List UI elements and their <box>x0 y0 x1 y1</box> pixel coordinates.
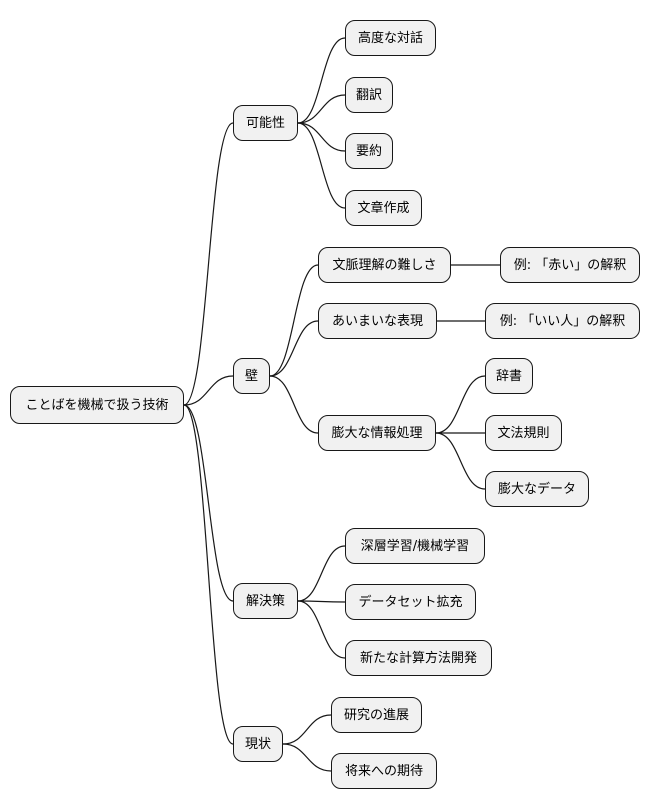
connector-solution-deep-learning <box>297 545 346 602</box>
leaf-node-future-expectation: 将来への期待 <box>331 753 437 789</box>
connector-status-research <box>282 714 332 745</box>
connector-solution-dataset <box>297 600 346 603</box>
root-node: ことばを機械で扱う技術 <box>10 386 184 424</box>
connector-root-barrier <box>183 375 234 406</box>
connector-possibility-dialogue <box>297 37 346 124</box>
leaf-node-advanced-dialogue: 高度な対話 <box>345 20 436 56</box>
leaf-node-deep-learning: 深層学習/機械学習 <box>345 528 485 564</box>
node-information-processing: 膨大な情報処理 <box>318 415 436 451</box>
connector-solution-computation <box>297 600 346 659</box>
connector-barrier-processing <box>269 375 319 434</box>
connector-barrier-context <box>269 264 319 377</box>
connector-possibility-summary <box>297 122 346 152</box>
leaf-node-writing: 文章作成 <box>345 190 422 226</box>
leaf-node-example-good-person: 例: 「いい人」の解釈 <box>485 303 640 339</box>
connector-barrier-ambiguous <box>269 320 319 377</box>
leaf-node-translation: 翻訳 <box>345 77 393 113</box>
connector-root-solution <box>183 404 234 602</box>
connector-processing-dictionary <box>435 375 486 434</box>
leaf-node-grammar-rules: 文法規則 <box>485 415 562 451</box>
node-context-understanding: 文脈理解の難しさ <box>318 247 451 283</box>
connector-status-future <box>282 743 332 772</box>
leaf-node-new-computation: 新たな計算方法開発 <box>345 640 492 676</box>
branch-node-status: 現状 <box>233 726 283 762</box>
connector-root-possibility <box>183 122 234 406</box>
leaf-node-huge-data: 膨大なデータ <box>485 471 589 507</box>
leaf-node-summary: 要約 <box>345 133 393 169</box>
leaf-node-example-red: 例: 「赤い」の解釈 <box>500 247 640 283</box>
node-ambiguous-expression: あいまいな表現 <box>318 303 437 339</box>
leaf-node-dictionary: 辞書 <box>485 358 533 394</box>
leaf-node-dataset-expansion: データセット拡充 <box>345 584 476 620</box>
leaf-node-research-progress: 研究の進展 <box>331 697 422 733</box>
branch-node-possibility: 可能性 <box>233 105 298 141</box>
connector-possibility-writing <box>297 122 346 209</box>
branch-node-solution: 解決策 <box>233 583 298 619</box>
connector-processing-data <box>435 432 486 490</box>
connector-root-status <box>183 404 234 745</box>
branch-node-barrier: 壁 <box>233 358 270 394</box>
connector-possibility-translation <box>297 94 346 124</box>
